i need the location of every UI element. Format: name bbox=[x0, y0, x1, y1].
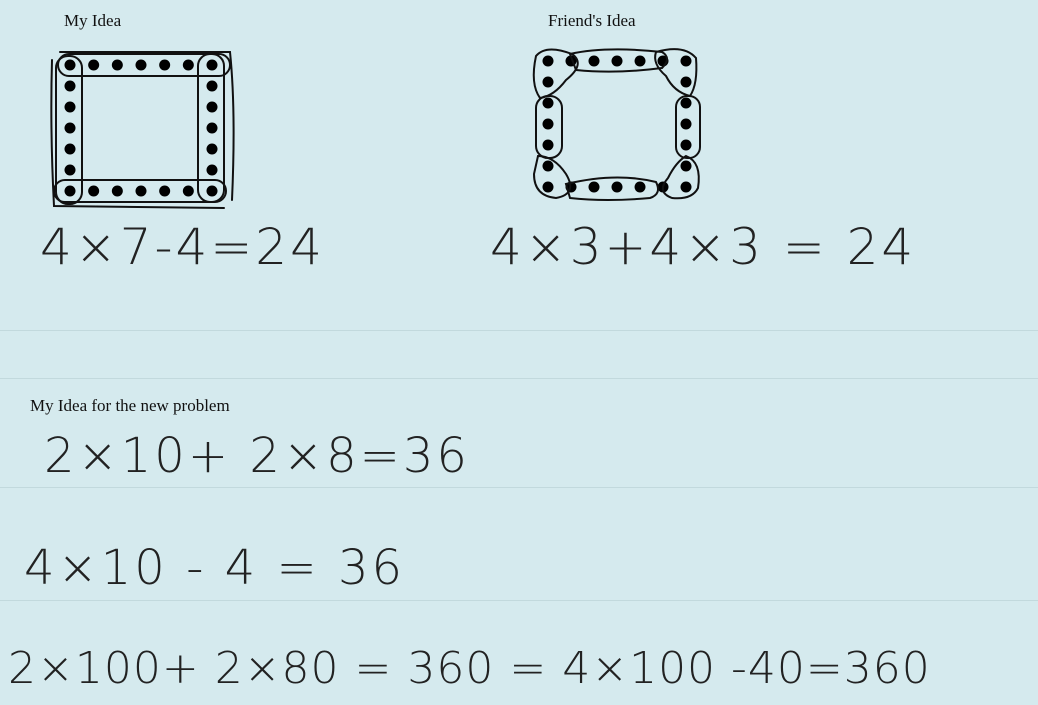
dot bbox=[65, 60, 76, 71]
ruled-line bbox=[0, 378, 1038, 379]
dot bbox=[207, 81, 218, 92]
new-problem-equation-3: 2×100+ 2×80 = 360 = 4×100 -40=360 bbox=[8, 643, 931, 694]
dot bbox=[589, 182, 600, 193]
dot bbox=[65, 102, 76, 113]
new-problem-label: My Idea for the new problem bbox=[30, 396, 230, 416]
ruled-line bbox=[0, 487, 1038, 488]
dot bbox=[88, 60, 99, 71]
dot bbox=[543, 140, 554, 151]
dot bbox=[681, 77, 692, 88]
dot bbox=[136, 186, 147, 197]
dot bbox=[543, 77, 554, 88]
dot bbox=[543, 182, 554, 193]
dot bbox=[681, 98, 692, 109]
dot bbox=[589, 56, 600, 67]
dot bbox=[543, 119, 554, 130]
friends-idea-equation: 4×3+4×3 = 24 bbox=[490, 218, 916, 276]
dot bbox=[681, 56, 692, 67]
dot bbox=[612, 56, 623, 67]
dot bbox=[183, 186, 194, 197]
dot bbox=[183, 60, 194, 71]
dot bbox=[112, 60, 123, 71]
new-problem-equation-1: 2×10+ 2×8=36 bbox=[44, 428, 470, 484]
dot bbox=[65, 186, 76, 197]
dot bbox=[207, 102, 218, 113]
my-idea-label: My Idea bbox=[64, 11, 121, 31]
friends-idea-dot-array bbox=[526, 44, 706, 204]
corner-loop bbox=[663, 156, 699, 198]
new-problem-equation-2: 4×10 - 4 = 36 bbox=[24, 540, 405, 596]
dot bbox=[681, 119, 692, 130]
my-idea-dot-array bbox=[48, 50, 238, 210]
dot bbox=[88, 186, 99, 197]
dot bbox=[681, 182, 692, 193]
corner-loop bbox=[534, 156, 570, 198]
dot bbox=[207, 186, 218, 197]
dot bbox=[543, 56, 554, 67]
dot bbox=[136, 60, 147, 71]
friends-idea-label: Friend's Idea bbox=[548, 11, 636, 31]
ruled-line bbox=[0, 330, 1038, 331]
dot bbox=[65, 144, 76, 155]
dot bbox=[612, 182, 623, 193]
dot bbox=[65, 81, 76, 92]
my-idea-equation: 4×7-4=24 bbox=[40, 218, 325, 276]
dot bbox=[65, 165, 76, 176]
dot bbox=[159, 60, 170, 71]
dot bbox=[635, 182, 646, 193]
dot bbox=[681, 161, 692, 172]
ruled-line bbox=[0, 600, 1038, 601]
dot bbox=[207, 60, 218, 71]
dot bbox=[207, 123, 218, 134]
dot bbox=[159, 186, 170, 197]
dot bbox=[112, 186, 123, 197]
dot bbox=[65, 123, 76, 134]
dot bbox=[681, 140, 692, 151]
dot bbox=[635, 56, 646, 67]
dot bbox=[543, 98, 554, 109]
dot bbox=[543, 161, 554, 172]
dot bbox=[207, 165, 218, 176]
dot bbox=[207, 144, 218, 155]
